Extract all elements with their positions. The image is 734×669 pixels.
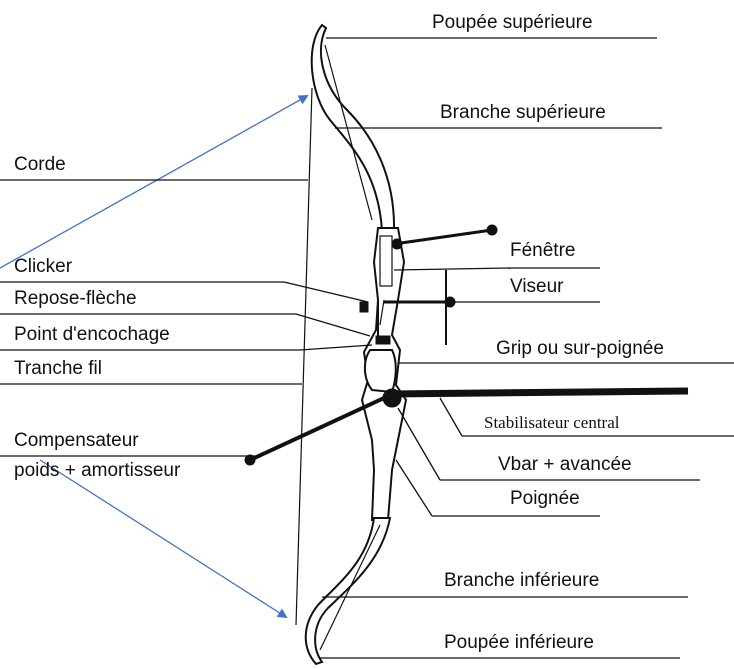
label-tranche-fil: Tranche fil [14, 358, 102, 379]
arrow-rest [359, 301, 369, 313]
compensator-weight [244, 454, 256, 466]
label-grip: Grip ou sur-poignée [496, 338, 664, 359]
label-poignee: Poignée [510, 488, 580, 509]
label-branche-superieure: Branche supérieure [440, 102, 606, 123]
central-stabilizer-rod [389, 387, 689, 398]
sight-window [379, 235, 393, 287]
label-corde: Corde [14, 154, 66, 175]
lower-limb [304, 517, 392, 666]
nocking-point [375, 335, 391, 345]
compensator-rod [249, 396, 385, 462]
label-viseur: Viseur [510, 276, 564, 297]
stabilizer-mount [382, 388, 402, 408]
bow-string [295, 87, 313, 626]
label-clicker: Clicker [14, 256, 73, 277]
label-vbar: Vbar + avancée [498, 454, 632, 475]
lower-limb-groove [319, 524, 381, 651]
leader-lines [0, 37, 734, 659]
upper-blue-arrow [0, 95, 309, 269]
label-poupee-inferieure: Poupée inférieure [444, 632, 594, 653]
label-repose-fleche: Repose-flèche [14, 288, 137, 309]
label-compensateur: Compensateur [14, 430, 139, 451]
label-point-encochage: Point d'encochage [14, 324, 170, 345]
grip-shape [364, 349, 397, 394]
upper-limb-groove [324, 44, 373, 221]
label-branche-inferieure: Branche inférieure [444, 570, 599, 591]
label-fenetre: Fénêtre [510, 240, 575, 261]
label-poupee-superieure: Poupée supérieure [432, 12, 593, 33]
riser-inner-line [379, 299, 385, 326]
label-stabilisateur-central: Stabilisateur central [484, 413, 620, 432]
upper-stabilizer-weight [486, 224, 498, 236]
lower-blue-arrow [39, 459, 288, 619]
upper-stabilizer-rod [393, 228, 493, 246]
label-compensateur-detail: poids + amortisseur [14, 460, 181, 481]
upper-stabilizer-knob [391, 238, 403, 250]
